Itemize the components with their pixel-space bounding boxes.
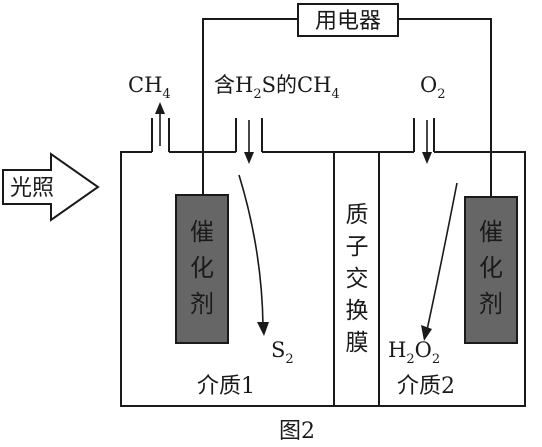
catalyst-right-char-3: 剂 xyxy=(479,290,503,318)
product-left-sub: 2 xyxy=(285,352,293,367)
inlet-right-main: O xyxy=(420,73,437,97)
port-mid xyxy=(235,118,263,152)
product-right-sub2: 2 xyxy=(432,352,440,367)
inlet-mid-label: 含H2S的CH4 xyxy=(214,73,340,102)
membrane-char-3: 交 xyxy=(346,266,369,292)
product-right-a: H xyxy=(388,338,406,362)
reaction-arrow-right xyxy=(421,182,458,341)
product-right-label: H2O2 xyxy=(388,338,440,367)
inlet-mid-mid: S的CH xyxy=(262,73,332,97)
product-right-sub1: 2 xyxy=(406,352,414,367)
reaction-arrow-left xyxy=(238,174,269,336)
catalyst-left-char-1: 催 xyxy=(190,218,214,246)
catalyst-right-char-1: 催 xyxy=(479,218,503,246)
port-left xyxy=(151,118,170,152)
vessel-outline xyxy=(120,151,526,407)
catalyst-left-char-2: 化 xyxy=(190,254,214,282)
medium-1-label: 介质1 xyxy=(197,374,255,399)
catalyst-left-char-3: 剂 xyxy=(190,290,214,318)
inlet-mid-prefix: 含H xyxy=(214,73,253,97)
inlet-mid-sub1: 2 xyxy=(253,87,261,102)
medium-2-label: 介质2 xyxy=(397,374,455,399)
inlet-right-sub: 2 xyxy=(437,87,445,102)
inlet-left-main: CH xyxy=(128,73,162,97)
inflow-arrow-right xyxy=(422,120,432,164)
catalyst-left-block xyxy=(175,194,229,344)
product-left-label: S2 xyxy=(271,338,294,367)
right-wire xyxy=(398,18,492,197)
catalyst-right-block xyxy=(464,196,518,344)
inlet-left-sub: 4 xyxy=(162,87,170,102)
inflow-arrow-mid xyxy=(244,120,254,164)
light-label: 光照 xyxy=(10,176,54,201)
load-box xyxy=(297,3,399,37)
inlet-mid-sub2: 4 xyxy=(331,87,339,102)
port-right xyxy=(413,118,435,152)
inlet-right-label: O2 xyxy=(420,73,446,102)
membrane-char-2: 子 xyxy=(346,234,369,260)
catalyst-right-char-2: 化 xyxy=(479,254,503,282)
light-arrow xyxy=(2,152,100,222)
membrane-char-5: 膜 xyxy=(346,330,369,356)
figure-caption: 图2 xyxy=(279,419,315,444)
left-wire xyxy=(202,18,298,195)
product-left-main: S xyxy=(271,338,285,362)
product-right-b: O xyxy=(415,338,432,362)
load-label: 用电器 xyxy=(315,9,381,34)
membrane-char-4: 换 xyxy=(346,298,369,324)
inlet-left-label: CH4 xyxy=(128,73,171,102)
membrane-char-1: 质 xyxy=(346,202,369,228)
outflow-arrow-up xyxy=(155,102,165,146)
